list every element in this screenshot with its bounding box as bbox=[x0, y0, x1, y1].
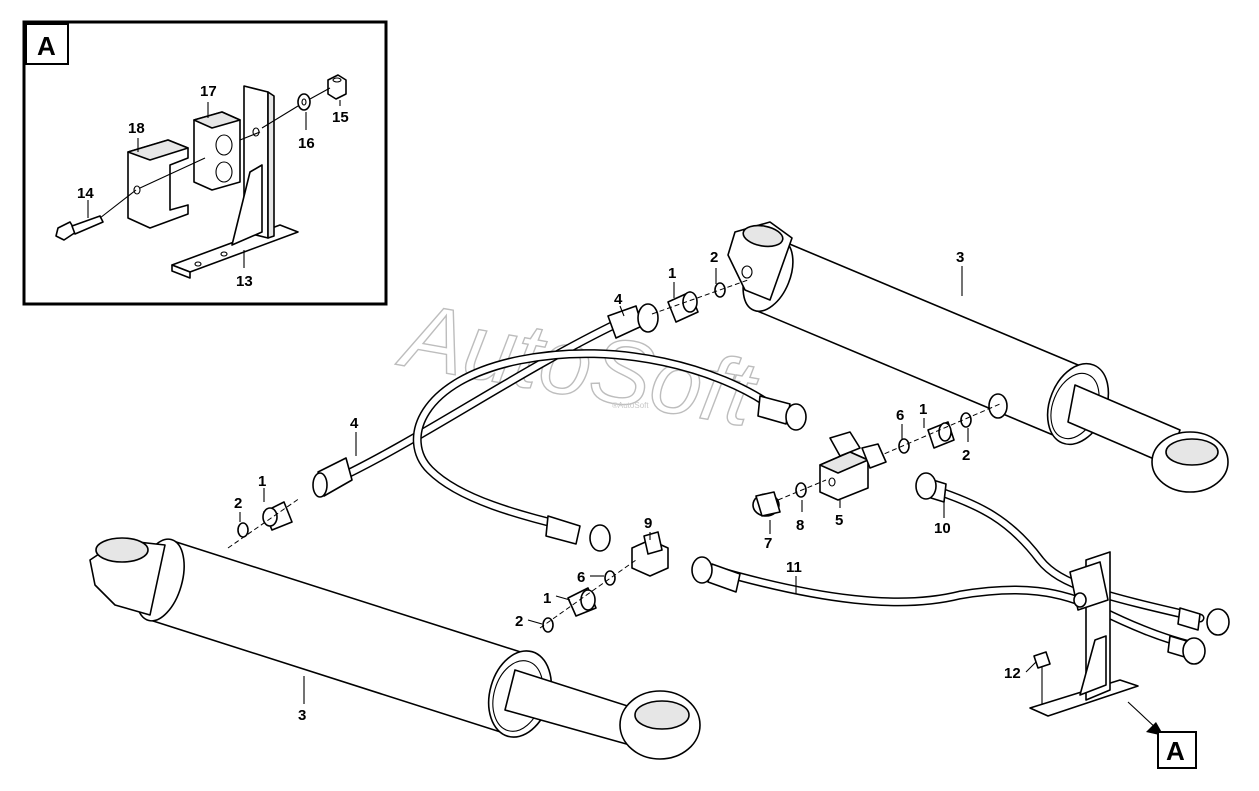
seal-2-lower bbox=[542, 617, 554, 633]
hose-10 bbox=[930, 485, 1205, 623]
seal-2-left bbox=[237, 522, 249, 538]
adapter-1-left bbox=[262, 501, 293, 531]
bracket-main bbox=[1029, 551, 1139, 717]
bolt-14 bbox=[55, 215, 104, 241]
adapter-1-right bbox=[927, 421, 955, 449]
block-5 bbox=[819, 431, 887, 501]
seal-6-lower bbox=[604, 570, 616, 586]
callout-4-left: 4 bbox=[350, 415, 359, 432]
bracket-13 bbox=[171, 85, 299, 279]
callout-18: 18 bbox=[128, 120, 145, 137]
plug-7 bbox=[752, 491, 781, 517]
washer-16 bbox=[297, 93, 311, 111]
detail-letter-box bbox=[25, 23, 69, 65]
callout-5: 5 bbox=[835, 512, 843, 529]
callout-6-lower: 6 bbox=[577, 569, 585, 586]
seal-6-right bbox=[898, 438, 910, 454]
callout-10: 10 bbox=[934, 520, 951, 537]
callout-15: 15 bbox=[332, 109, 349, 126]
view-arrow-a: A bbox=[1127, 701, 1197, 769]
detail-letter: A bbox=[37, 31, 56, 61]
port-right bbox=[988, 393, 1008, 419]
watermark-small-text: ®AutoSoft bbox=[612, 401, 649, 410]
callout-2-lower: 2 bbox=[515, 613, 523, 630]
bolt-12 bbox=[1033, 651, 1051, 705]
hose-fittings bbox=[312, 303, 1230, 665]
callout-14: 14 bbox=[77, 185, 94, 202]
callout-3-lower: 3 bbox=[298, 707, 306, 724]
view-letter: A bbox=[1166, 736, 1185, 766]
callout-2-left: 2 bbox=[234, 495, 242, 512]
callout-13: 13 bbox=[236, 273, 253, 290]
callout-1-right: 1 bbox=[919, 401, 927, 418]
callout-1-top: 1 bbox=[668, 265, 676, 282]
callout-9: 9 bbox=[644, 515, 652, 532]
cylinder-3-lower bbox=[89, 537, 701, 760]
callout-2-top: 2 bbox=[710, 249, 718, 266]
callout-8: 8 bbox=[796, 517, 804, 534]
adapter-1-lower bbox=[567, 587, 597, 617]
seal-2-right bbox=[960, 412, 972, 428]
detail-a-inset: A bbox=[22, 20, 388, 306]
callout-11: 11 bbox=[786, 559, 802, 576]
callout-16: 16 bbox=[298, 135, 315, 152]
tee-9 bbox=[631, 531, 669, 577]
callout-7: 7 bbox=[764, 535, 772, 552]
callout-17: 17 bbox=[200, 83, 217, 100]
hose-11 bbox=[710, 565, 1195, 650]
block-17 bbox=[193, 111, 241, 191]
hose-4-upper bbox=[330, 317, 625, 485]
cylinder-3-upper bbox=[727, 221, 1229, 493]
clamp-18 bbox=[127, 139, 189, 229]
callout-4-top: 4 bbox=[614, 291, 623, 308]
callout-6-right: 6 bbox=[896, 407, 904, 424]
callout-1-left: 1 bbox=[258, 473, 266, 490]
callout-1-lower: 1 bbox=[543, 590, 551, 607]
callout-3-upper: 3 bbox=[956, 249, 964, 266]
adapter-1-top bbox=[667, 291, 699, 323]
hose-4-lower-loop bbox=[412, 349, 775, 533]
callout-2-right: 2 bbox=[962, 447, 970, 464]
callouts-main: 1 2 4 3 1 6 2 4 1 2 9 6 1 2 3 7 8 5 10 bbox=[234, 249, 1037, 724]
nut-15 bbox=[327, 74, 347, 100]
callout-12: 12 bbox=[1004, 665, 1021, 682]
